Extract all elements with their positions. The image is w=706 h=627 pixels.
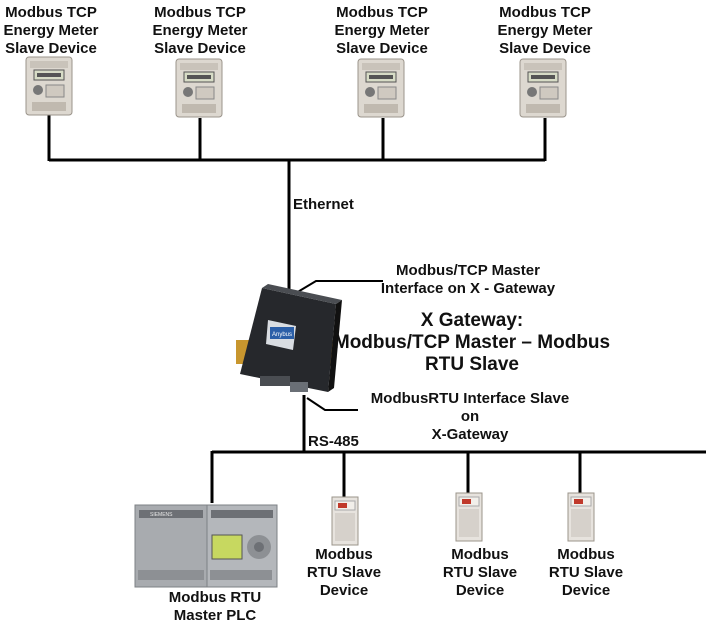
ethernet-bus — [47, 115, 547, 292]
gateway-brand-text: Anybus — [272, 332, 292, 338]
x-gateway-device: Anybus — [236, 284, 342, 392]
rs485-bus — [210, 395, 706, 503]
rs485-label: RS-485 — [308, 433, 359, 450]
rtu-slave-drive-2 — [455, 492, 483, 542]
energy-meter-3 — [357, 58, 405, 118]
energy-meter-1 — [25, 56, 73, 116]
energy-meter-4 — [519, 58, 567, 118]
plc-device: SIEMENS — [134, 504, 278, 588]
rtu-slave-drive-3 — [567, 492, 595, 542]
rtu-slave-drive-1 — [331, 496, 359, 546]
energy-meter-2 — [175, 58, 223, 118]
plc-brand-text: SIEMENS — [150, 512, 173, 518]
anybus-logo — [270, 327, 294, 339]
tcp-pointer-line — [295, 280, 383, 294]
ethernet-label: Ethernet — [293, 196, 354, 213]
rtu-pointer-line — [306, 397, 358, 411]
